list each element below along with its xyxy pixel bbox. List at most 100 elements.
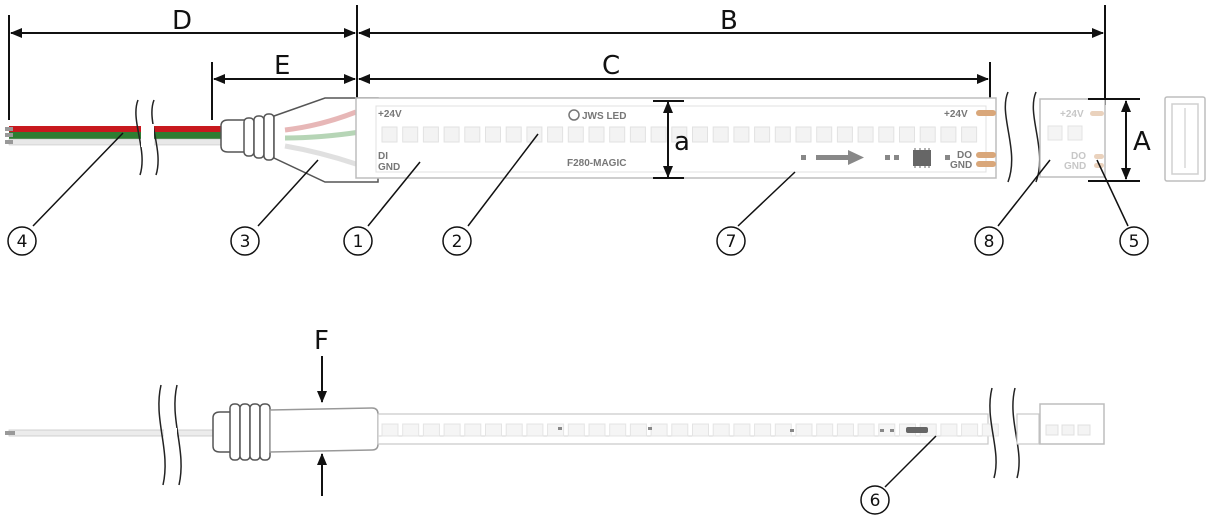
callout-8: 8 [974, 226, 1004, 256]
side-led-chip [878, 423, 896, 437]
side-ic-chip [906, 427, 928, 433]
cross-section [1164, 96, 1206, 182]
side-led-chip [629, 423, 647, 437]
side-cable-break-gap [164, 428, 177, 438]
led-chip [919, 126, 936, 143]
led-array [381, 126, 978, 143]
side-led-chip [402, 423, 420, 437]
svg-text:4: 4 [17, 232, 28, 252]
side-led-chip [443, 423, 461, 437]
led-chip [443, 126, 460, 143]
strip-do-right-label: DO [957, 150, 972, 161]
side-led-chip [857, 423, 875, 437]
dimension-f-label: F [314, 326, 329, 356]
led-chip [754, 126, 771, 143]
led-chip [609, 126, 626, 143]
brand-logo-icon [568, 109, 580, 121]
svg-text:8: 8 [984, 232, 995, 252]
side-led-chip [671, 423, 689, 437]
led-chip [464, 126, 481, 143]
side-led-chip [381, 423, 399, 437]
led-chip [526, 126, 543, 143]
side-led-chip [526, 423, 544, 437]
side-led-chip [774, 423, 792, 437]
dimension-b-label: B [720, 6, 738, 36]
strip-24v-left-label: +24V [378, 109, 402, 120]
end-piece-24v-label: +24V [1060, 109, 1084, 120]
side-components [558, 427, 894, 432]
side-led-chip [422, 423, 440, 437]
side-end-cap-right-leds [1045, 424, 1091, 436]
side-led-chip [961, 423, 979, 437]
led-chip [712, 126, 729, 143]
led-chip [899, 126, 915, 143]
callout-6-leader [884, 435, 937, 488]
side-led-chip [816, 423, 834, 437]
end-piece-gnd-label: GND [1064, 161, 1086, 172]
strip-di-label: DI [378, 151, 388, 162]
side-led-chip [464, 423, 482, 437]
ic-chip [913, 148, 931, 168]
side-led-chip [754, 423, 772, 437]
end-piece-do-label: DO [1071, 151, 1086, 162]
side-led-chip [650, 423, 668, 437]
led-chip [381, 126, 398, 143]
end-piece-leds [1047, 125, 1083, 141]
resistor-mark [801, 155, 806, 160]
led-chip [816, 126, 833, 143]
dimension-a-lower-label: a [674, 127, 690, 157]
strip-model-label: F280-MAGIC [567, 158, 626, 169]
side-cable-tip [5, 431, 15, 435]
component-dot-2 [894, 155, 899, 160]
led-chip [857, 126, 874, 143]
side-led-chip [981, 423, 999, 437]
callout-7: 7 [716, 226, 746, 256]
copper-pads-right [976, 110, 996, 167]
component-dot-1 [885, 155, 890, 160]
side-led-chip [505, 423, 523, 437]
silicone-channel [375, 105, 987, 173]
strip-break-marks [1004, 91, 1041, 183]
callout-6: 6 [860, 485, 890, 515]
led-chip [422, 126, 439, 143]
side-end-cap [212, 403, 379, 461]
dimension-e-label: E [274, 51, 290, 81]
led-chip [402, 126, 419, 143]
dimension-c-label: C [602, 51, 620, 81]
side-led-chip [692, 423, 709, 437]
strip-brand-label: JWS LED [582, 111, 626, 122]
led-chip [505, 126, 522, 143]
side-led-row [381, 423, 999, 437]
dimension-d-label: D [172, 6, 192, 36]
end-cap [220, 97, 379, 183]
side-led-chip [712, 423, 730, 437]
side-end-cap-right [1039, 403, 1105, 445]
svg-text:3: 3 [240, 232, 251, 252]
led-chip [878, 126, 895, 143]
dimension-a-upper-arrow [1088, 98, 1140, 182]
svg-text:2: 2 [452, 232, 463, 252]
dimension-a-lower-arrow [653, 100, 684, 179]
side-led-chip [588, 423, 606, 437]
svg-text:1: 1 [353, 232, 364, 252]
data-direction-arrow-icon [816, 150, 864, 165]
side-led-chip [733, 423, 751, 437]
side-led-chip [836, 423, 854, 437]
strip-gnd-right-label: GND [950, 160, 972, 171]
callout-3: 3 [230, 226, 260, 256]
callout-leaders-top [32, 132, 1129, 227]
svg-text:7: 7 [726, 232, 737, 252]
callout-5: 5 [1119, 226, 1149, 256]
led-chip [567, 126, 584, 143]
strip-24v-right-label: +24V [944, 109, 968, 120]
led-chip [795, 126, 812, 143]
strip-gnd-left-label: GND [378, 162, 400, 173]
led-chip [547, 126, 564, 143]
led-chip [692, 126, 708, 143]
cable-break-gap [141, 124, 154, 147]
component-dot-3 [945, 155, 950, 160]
led-chip [650, 126, 667, 143]
side-cable-break-marks [158, 384, 182, 486]
cable-wires [5, 126, 222, 146]
